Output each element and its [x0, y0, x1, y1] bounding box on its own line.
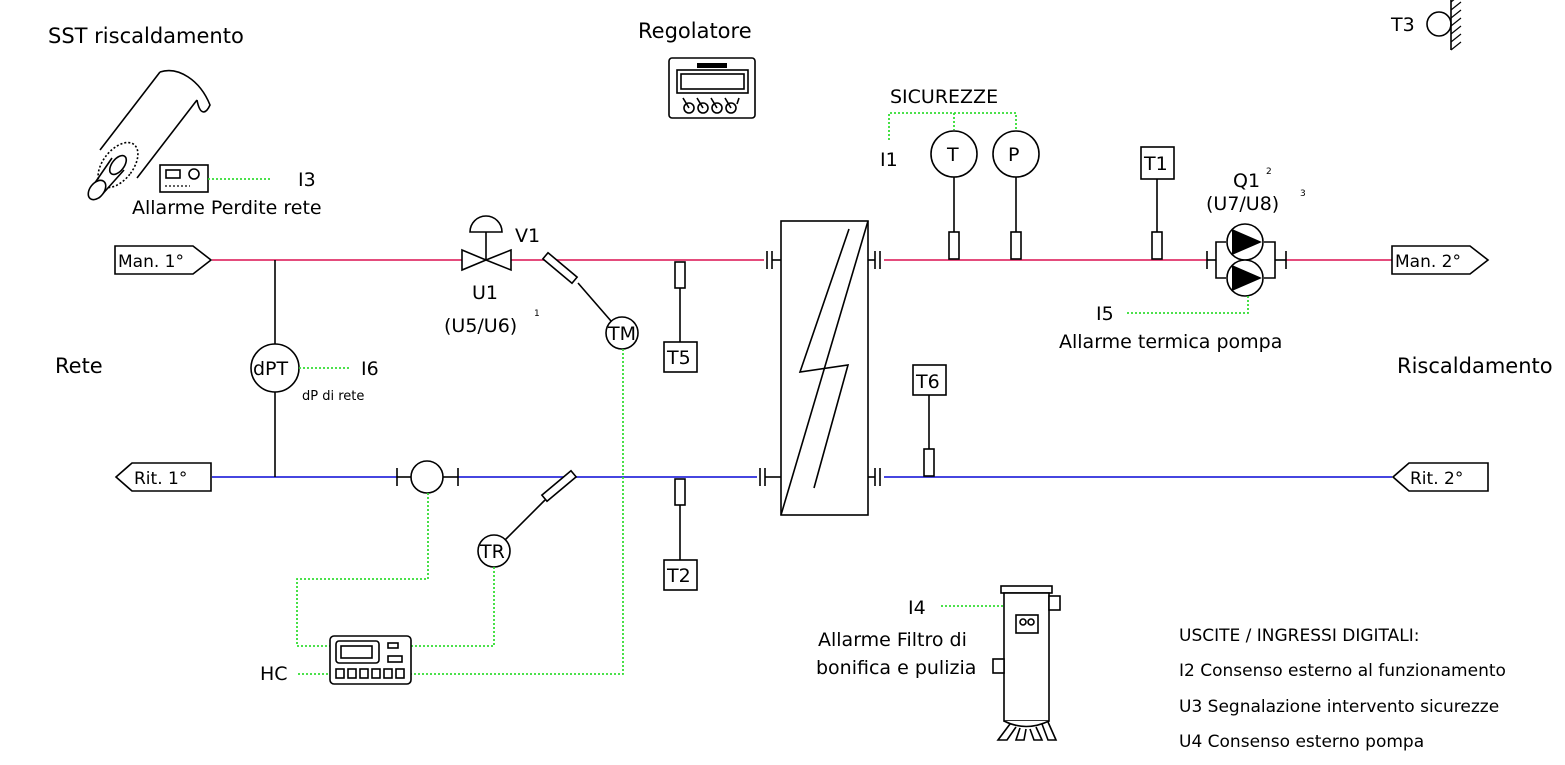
regolatore-title: Regolatore — [638, 19, 752, 43]
pump-outputs: (U7/U8) — [1206, 193, 1279, 215]
svg-text:T5: T5 — [666, 347, 691, 369]
leak-alarm-label: Allarme Perdite rete — [132, 197, 322, 219]
rete-label: Rete — [55, 354, 103, 378]
pump-alarm-label: Allarme termica pompa — [1059, 331, 1282, 353]
controller-icon — [668, 57, 756, 119]
svg-text:P: P — [1008, 144, 1019, 166]
svg-text:TM: TM — [607, 323, 636, 345]
filter-alarm-line2: bonifica e pulizia — [816, 657, 976, 679]
hc-label: HC — [260, 663, 288, 685]
pump-signal-line — [1127, 296, 1249, 314]
connection-rit2: Rit. 2° — [1391, 462, 1489, 492]
pump-tag-note: 2 — [1266, 167, 1272, 177]
sicurezze-title: SICUREZZE — [890, 86, 998, 108]
t5-sensor: T5 — [663, 261, 698, 373]
heat-counter — [329, 635, 412, 685]
svg-text:T: T — [946, 144, 959, 166]
pump-input-label: I5 — [1096, 303, 1114, 325]
dp-caption: dP di rete — [302, 389, 364, 404]
safety-input-label: I1 — [880, 149, 898, 171]
t3-outdoor-sensor: T3 — [1390, 0, 1462, 51]
pump-tag: Q1 — [1233, 170, 1260, 192]
svg-text:T6: T6 — [915, 371, 940, 393]
dpt-transmitter: dPT — [250, 260, 300, 477]
valve-note: 1 — [534, 309, 540, 319]
dp-input-label: I6 — [361, 358, 379, 380]
t1-sensor: T1 — [1140, 146, 1175, 260]
filter-alarm-line1: Allarme Filtro di — [818, 629, 967, 651]
filter-unit — [992, 585, 1061, 741]
heat-exchanger — [759, 220, 881, 516]
tr-signal-line — [411, 567, 495, 647]
connection-man1: Man. 1° — [114, 245, 213, 275]
tr-probe: TR — [477, 469, 578, 568]
sst-title: SST riscaldamento — [48, 24, 244, 48]
filter-input-label: I4 — [908, 597, 926, 619]
connection-rit1: Rit. 1° — [114, 462, 212, 492]
connection-man2: Man. 2° — [1391, 245, 1490, 275]
digital-io-item-i2: I2 Consenso esterno al funzionamento — [1179, 661, 1506, 681]
flow-meter — [396, 460, 459, 494]
pump-outputs-note: 3 — [1300, 189, 1306, 199]
flow-signal-line — [296, 493, 429, 647]
valve-tag: V1 — [515, 225, 540, 247]
svg-text:Man. 2°: Man. 2° — [1395, 252, 1461, 272]
safety-bracket — [888, 112, 1017, 140]
digital-io-item-u3: U3 Segnalazione intervento sicurezze — [1179, 697, 1499, 717]
svg-text:Man. 1°: Man. 1° — [118, 252, 184, 272]
tm-signal-line — [411, 349, 624, 675]
svg-text:TR: TR — [479, 541, 505, 563]
riscaldamento-label: Riscaldamento — [1397, 354, 1553, 378]
leak-input-label: I3 — [298, 169, 316, 191]
valve-outputs-alt: (U5/U6) — [444, 315, 517, 337]
svg-text:Rit. 2°: Rit. 2° — [1410, 469, 1463, 489]
svg-text:T2: T2 — [666, 565, 691, 587]
svg-text:T1: T1 — [1143, 153, 1168, 175]
safety-thermostat: T — [930, 130, 978, 260]
svg-text:T3: T3 — [1390, 14, 1415, 36]
twin-pump-q1 — [1206, 223, 1287, 297]
t6-sensor: T6 — [912, 364, 947, 477]
insulated-pipe-icon — [87, 69, 211, 201]
safety-pressostat: P — [992, 130, 1040, 260]
tm-probe: TM — [541, 251, 639, 350]
digital-io-item-u4: U4 Consenso esterno pompa — [1179, 732, 1424, 752]
svg-text:dPT: dPT — [253, 358, 289, 380]
digital-io-heading: USCITE / INGRESSI DIGITALI: — [1179, 626, 1419, 646]
control-valve-v1 — [461, 215, 512, 272]
t2-sensor: T2 — [663, 478, 698, 591]
leak-alarm-module — [159, 164, 209, 193]
svg-text:Rit. 1°: Rit. 1° — [134, 469, 187, 489]
valve-output: U1 — [472, 282, 498, 304]
